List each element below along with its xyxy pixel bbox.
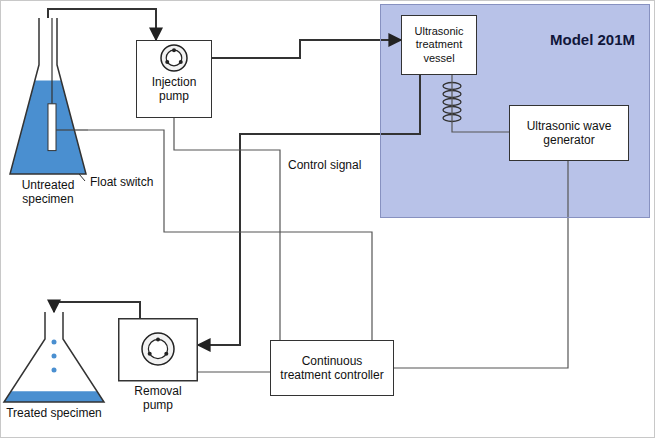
- signal-wire: [394, 161, 568, 368]
- node-label: Continuous treatment controller: [275, 354, 389, 383]
- flow-tube: [48, 9, 156, 40]
- generator-box: Ultrasonic wave generator: [509, 105, 629, 161]
- pump-box: Removal pump: [118, 318, 198, 426]
- signal-label: Control signal: [286, 158, 363, 172]
- signal-wire: [174, 118, 280, 340]
- specimen-flask: Untreated specimen: [8, 18, 88, 230]
- flask-glass: [4, 312, 104, 402]
- liquid: [4, 391, 104, 402]
- signal-wire: [452, 75, 509, 132]
- pump-rotor: [166, 50, 182, 66]
- flow-tube: [212, 40, 401, 58]
- float-stem: [51, 18, 52, 104]
- drop: [52, 368, 57, 373]
- pump-roller: [164, 352, 168, 356]
- specimen-flask: Treated specimen: [2, 312, 106, 432]
- node-label: Treated specimen: [4, 406, 104, 420]
- signal-wire: [198, 371, 270, 372]
- float-switch: [48, 104, 56, 151]
- flow-tube: [198, 75, 420, 345]
- flask-outline: [2, 312, 106, 404]
- instrument-panel: Model 201MUltrasonic treatment vesselUlt…: [380, 4, 650, 218]
- pump-icon: [118, 318, 198, 382]
- pump-roller: [165, 60, 169, 64]
- pump-rotor-housing: [161, 45, 187, 71]
- node-label: Injection pump: [140, 75, 208, 104]
- drop: [52, 340, 57, 345]
- pump-roller: [179, 60, 183, 64]
- vessel-box: Ultrasonic treatment vessel: [401, 15, 477, 75]
- part-label: Float switch: [88, 175, 155, 189]
- node-label: Ultrasonic treatment vessel: [406, 25, 472, 65]
- pump-rotor-housing: [142, 333, 174, 365]
- flow-tube: [54, 302, 140, 318]
- pump-roller: [156, 337, 160, 341]
- node-label: Untreated specimen: [10, 178, 86, 207]
- signal-wire: [88, 130, 372, 340]
- liquid: [10, 80, 86, 174]
- pump-roller: [148, 352, 152, 356]
- pump-housing: [119, 319, 198, 381]
- flask-outline: [8, 18, 88, 176]
- pump-box: Injection pump: [136, 40, 212, 118]
- pump-roller: [172, 48, 176, 52]
- pump-icon: [137, 41, 213, 75]
- drop: [52, 354, 57, 359]
- node-label: Removal pump: [120, 384, 196, 413]
- pump-rotor: [148, 339, 167, 358]
- flask-glass: [10, 18, 86, 174]
- controller-box: Continuous treatment controller: [270, 340, 394, 396]
- node-label: Ultrasonic wave generator: [514, 119, 624, 148]
- float-wire: [56, 129, 88, 130]
